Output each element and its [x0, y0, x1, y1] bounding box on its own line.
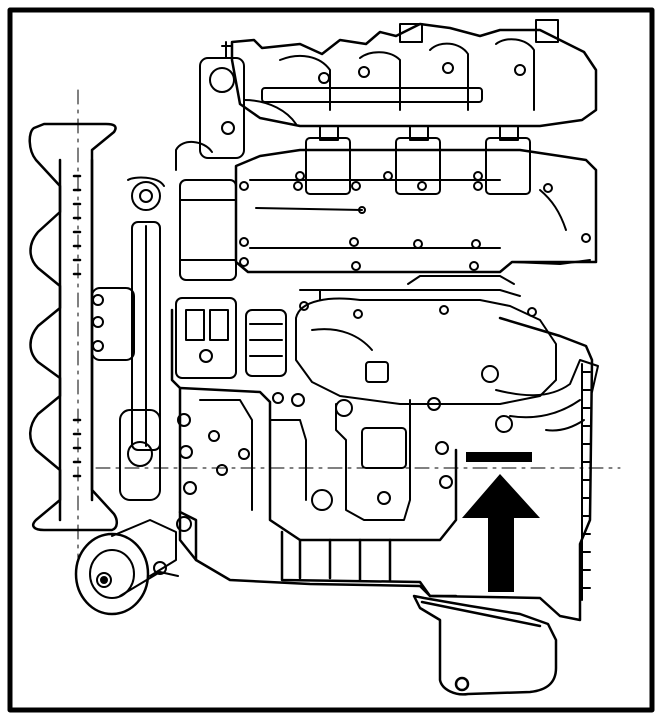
- tensioner-pulley: [74, 519, 179, 616]
- ignition-coils: [295, 125, 531, 195]
- compressor: [295, 275, 557, 405]
- engine-mount: [269, 392, 453, 521]
- intake-manifold: [221, 19, 598, 128]
- throttle-body: [175, 57, 297, 281]
- timing-cover: [175, 297, 287, 379]
- valve-cover: [234, 148, 598, 274]
- center-lines: [77, 89, 621, 561]
- exhaust-manifold: [495, 359, 599, 601]
- fan-hub: [91, 287, 135, 361]
- engine-block: [170, 308, 594, 622]
- indicator-arrow: [462, 474, 540, 592]
- oil-pan: [280, 530, 558, 696]
- pulley-assembly: [119, 176, 165, 501]
- outer-border: [7, 7, 655, 713]
- lower-front-details: [176, 399, 253, 532]
- indicator-bar: [466, 452, 532, 462]
- cooling-fan: [28, 122, 118, 532]
- indicator-callout: [462, 452, 540, 592]
